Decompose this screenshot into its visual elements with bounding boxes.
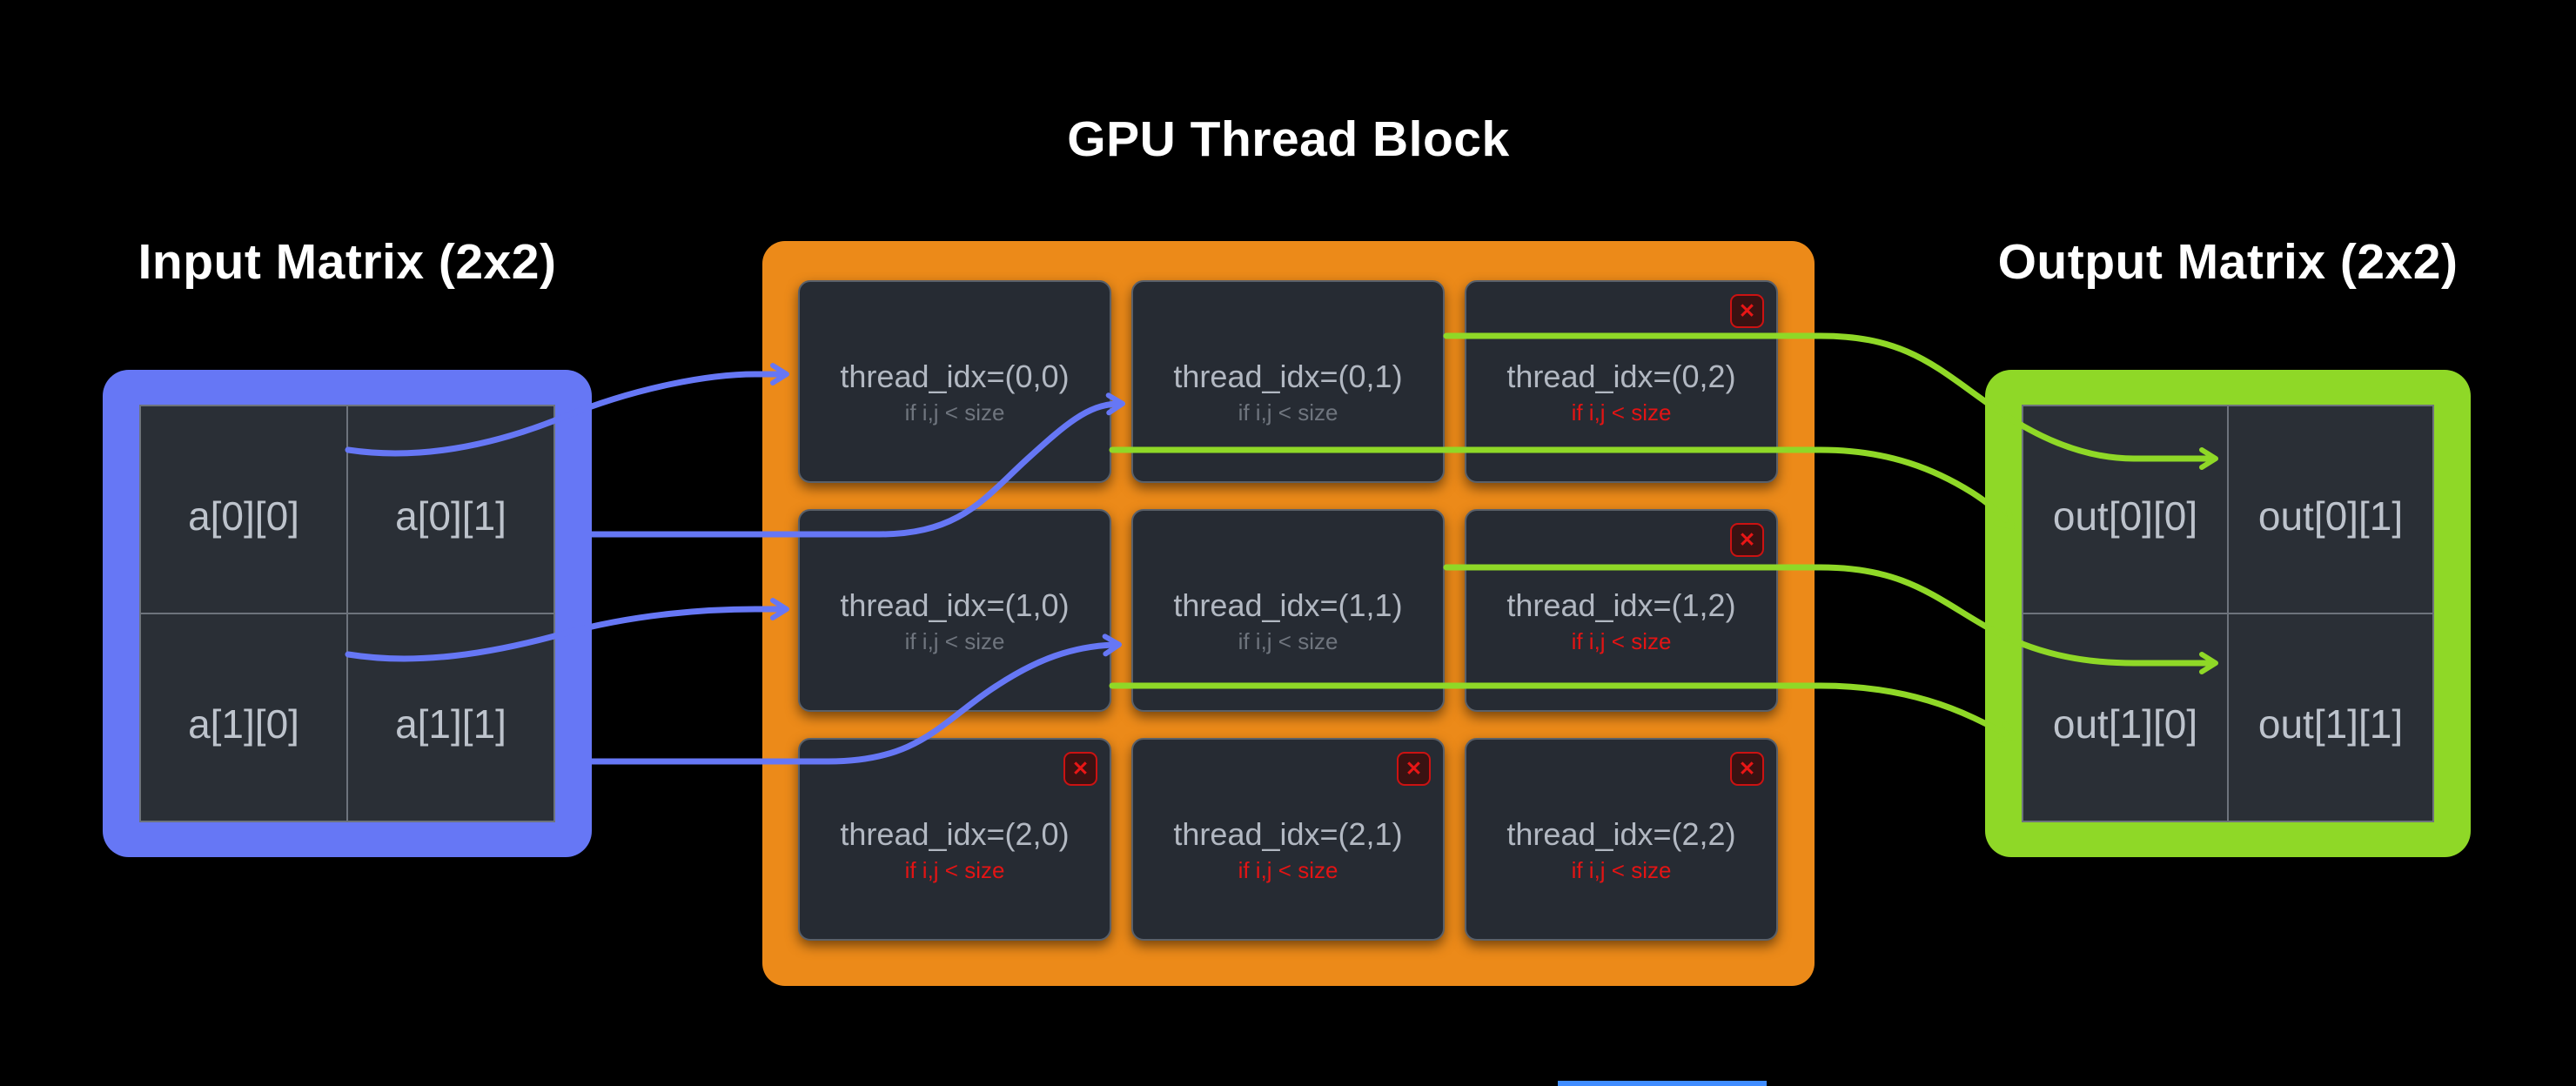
thread-cell-11: ✕ thread_idx=(1,1) if i,j < size xyxy=(1131,509,1445,712)
output-matrix-title: Output Matrix (2x2) xyxy=(1997,234,2459,290)
invalid-x-icon: ✕ xyxy=(1730,752,1764,786)
input-cell-a11: a[1][1] xyxy=(348,614,553,821)
invalid-x-icon: ✕ xyxy=(1063,752,1097,786)
gpu-thread-block: ✕ thread_idx=(0,0) if i,j < size ✕ threa… xyxy=(762,241,1815,986)
input-cell-a01: a[0][1] xyxy=(348,406,553,613)
input-matrix-grid: a[0][0] a[0][1] a[1][0] a[1][1] xyxy=(139,405,555,822)
thread-cell-condition: if i,j < size xyxy=(904,857,1005,883)
invalid-x-icon: ✕ xyxy=(1730,294,1764,328)
thread-cell-condition: if i,j < size xyxy=(904,399,1005,426)
input-cell-a10: a[1][0] xyxy=(141,614,346,821)
thread-cell-label: thread_idx=(1,1) xyxy=(1173,587,1403,623)
thread-cell-label: thread_idx=(0,0) xyxy=(840,359,1070,394)
thread-cell-10: ✕ thread_idx=(1,0) if i,j < size xyxy=(798,509,1111,712)
thread-cell-01: ✕ thread_idx=(0,1) if i,j < size xyxy=(1131,280,1445,483)
output-cell-out10: out[1][0] xyxy=(2023,614,2227,821)
thread-cell-condition: if i,j < size xyxy=(1571,857,1672,883)
input-matrix-title: Input Matrix (2x2) xyxy=(138,234,557,290)
invalid-x-icon: ✕ xyxy=(1730,523,1764,557)
thread-cell-12: ✕ thread_idx=(1,2) if i,j < size xyxy=(1465,509,1778,712)
input-matrix: a[0][0] a[0][1] a[1][0] a[1][1] xyxy=(103,370,592,857)
thread-cell-condition: if i,j < size xyxy=(904,628,1005,654)
thread-cell-label: thread_idx=(1,2) xyxy=(1506,587,1736,623)
thread-cell-label: thread_idx=(2,1) xyxy=(1173,816,1403,852)
output-cell-out01: out[0][1] xyxy=(2229,406,2432,613)
thread-cell-condition: if i,j < size xyxy=(1571,399,1672,426)
thread-cell-label: thread_idx=(2,2) xyxy=(1506,816,1736,852)
invalid-x-icon: ✕ xyxy=(1397,752,1431,786)
thread-cell-21: ✕ thread_idx=(2,1) if i,j < size xyxy=(1131,738,1445,941)
output-cell-out00: out[0][0] xyxy=(2023,406,2227,613)
output-matrix: out[0][0] out[0][1] out[1][0] out[1][1] xyxy=(1985,370,2471,857)
input-cell-a00: a[0][0] xyxy=(141,406,346,613)
thread-cell-condition: if i,j < size xyxy=(1238,399,1338,426)
thread-cell-label: thread_idx=(0,1) xyxy=(1173,359,1403,394)
thread-cell-label: thread_idx=(2,0) xyxy=(840,816,1070,852)
thread-cell-00: ✕ thread_idx=(0,0) if i,j < size xyxy=(798,280,1111,483)
video-progress-fragment xyxy=(1558,1081,1767,1086)
gpu-thread-block-title: GPU Thread Block xyxy=(1067,111,1510,167)
thread-cell-02: ✕ thread_idx=(0,2) if i,j < size xyxy=(1465,280,1778,483)
thread-cell-label: thread_idx=(1,0) xyxy=(840,587,1070,623)
thread-cell-condition: if i,j < size xyxy=(1238,628,1338,654)
thread-cell-20: ✕ thread_idx=(2,0) if i,j < size xyxy=(798,738,1111,941)
output-cell-out11: out[1][1] xyxy=(2229,614,2432,821)
output-matrix-grid: out[0][0] out[0][1] out[1][0] out[1][1] xyxy=(2022,405,2434,822)
thread-cell-22: ✕ thread_idx=(2,2) if i,j < size xyxy=(1465,738,1778,941)
thread-cell-condition: if i,j < size xyxy=(1571,628,1672,654)
thread-cell-condition: if i,j < size xyxy=(1238,857,1338,883)
thread-cell-label: thread_idx=(0,2) xyxy=(1506,359,1736,394)
